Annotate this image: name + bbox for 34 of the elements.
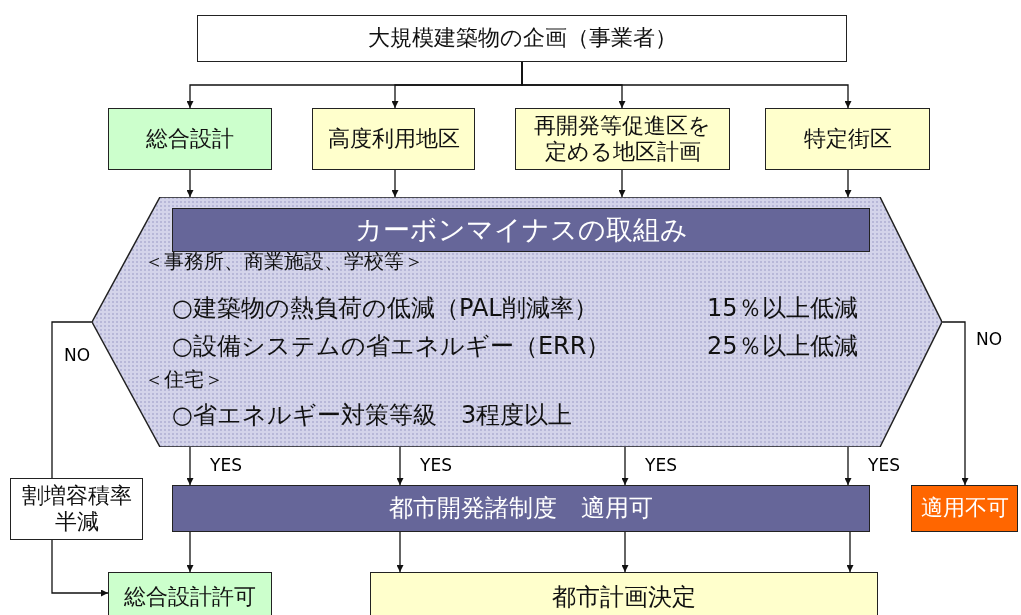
process-box: 大規模建築物の企画（事業者）: [197, 15, 847, 62]
process-box: 高度利用地区: [312, 108, 475, 170]
arrow: [621, 446, 629, 486]
criterion-text: 25％以上低減: [707, 332, 858, 361]
criterion-text: ○省エネルギー対策等級 3程度以上: [172, 401, 573, 430]
arrow: [186, 169, 194, 198]
arrow: [621, 531, 629, 573]
arrow: [844, 446, 852, 486]
category-heading: ＜住宅＞: [144, 367, 224, 391]
arrow: [396, 446, 404, 486]
arrow: [844, 169, 852, 198]
process-box: 都市開発諸制度 適用可: [172, 485, 870, 532]
arrow: [618, 169, 626, 198]
criterion-text: ○建築物の熱負荷の低減（PAL削減率）: [172, 294, 598, 323]
arrow: [521, 61, 852, 109]
heading-bar: カーボンマイナスの取組み: [172, 208, 870, 252]
criterion-text: ○設備システムの省エネルギー（ERR）: [172, 332, 611, 361]
arrow: [846, 531, 854, 573]
arrow: [391, 169, 399, 198]
arrow: [396, 531, 404, 573]
result-box: 総合設計許可: [108, 572, 272, 615]
result-box: 都市計画決定: [370, 572, 878, 615]
result-box: 適用不可: [911, 485, 1018, 532]
connector-line: [51, 321, 93, 479]
arrow: [941, 321, 969, 486]
process-box: 特定街区: [765, 108, 930, 170]
arrow: [186, 531, 194, 573]
note-box: 割増容積率半減: [10, 478, 143, 540]
process-box: 総合設計: [108, 108, 272, 170]
process-box: 再開発等促進区を定める地区計画: [515, 108, 730, 170]
arrow: [186, 446, 194, 486]
category-heading: ＜事務所、商業施設、学校等＞: [144, 249, 424, 273]
arrow: [51, 539, 109, 597]
criterion-text: 15％以上低減: [707, 294, 858, 323]
